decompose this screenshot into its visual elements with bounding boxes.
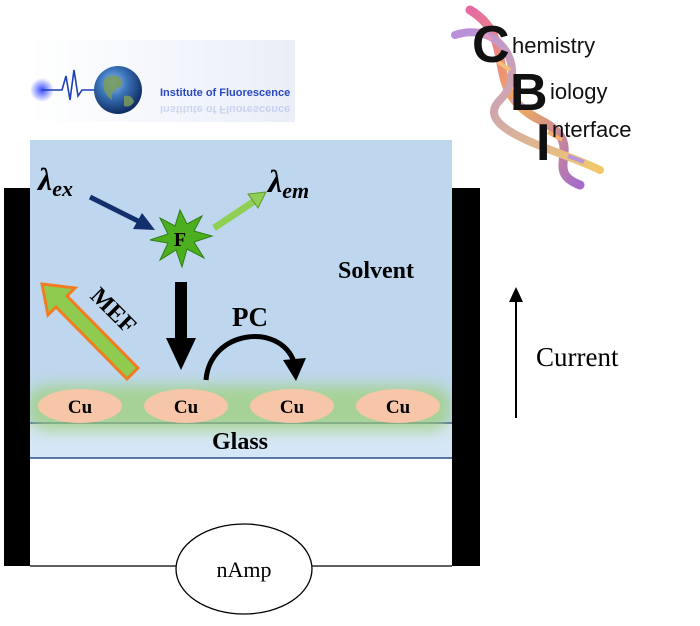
cbi-logo: C B I hemistry iology nterface: [451, 5, 632, 190]
cbi-word-chemistry: hemistry: [512, 33, 595, 58]
pc-label: PC: [232, 302, 268, 332]
cbi-letter-i: I: [536, 114, 550, 172]
plasmon-glow: [26, 385, 452, 431]
pc-arrow: [203, 334, 306, 381]
emission-arrow: [212, 191, 267, 231]
excitation-lambda: λ: [36, 161, 52, 197]
copper-particle-label: Cu: [68, 397, 93, 418]
copper-particle-label: Cu: [174, 397, 199, 418]
copper-particle: [250, 389, 334, 423]
dna-helix-icon: [451, 5, 604, 190]
cbi-letter-c: C: [472, 16, 510, 74]
copper-particle: [144, 389, 228, 423]
copper-particle: [356, 389, 440, 423]
solvent-label: Solvent: [338, 258, 414, 284]
fluorophore-label: F: [174, 229, 186, 251]
quench-arrow: [166, 282, 196, 370]
excitation-label: λex: [36, 161, 73, 201]
institute-name-reflection: Institute of Fluorescence: [160, 103, 290, 115]
glass-label: Glass: [212, 429, 268, 455]
emission-label: λem: [266, 163, 309, 203]
fluorophore-star-icon: [149, 208, 214, 269]
mef-arrow: [40, 282, 141, 382]
cbi-word-biology: iology: [550, 79, 607, 104]
institute-logo: Institute of Fluorescence Institute of F…: [30, 40, 295, 122]
copper-particle: [38, 389, 122, 423]
current-label: Current: [536, 342, 619, 372]
nanoammeter-label: nAmp: [217, 557, 272, 582]
excitation-subscript: ex: [52, 176, 73, 201]
earth-globe-icon: [94, 66, 142, 114]
cbi-word-interface: nterface: [552, 117, 632, 142]
copper-particles: Cu Cu Cu Cu: [38, 389, 440, 423]
current-arrow: [509, 287, 523, 418]
right-electrode: [452, 188, 480, 566]
emission-lambda: λ: [266, 163, 282, 199]
copper-particle-label: Cu: [280, 397, 305, 418]
pulse-wave-icon: [42, 69, 95, 101]
solvent-region: [30, 140, 452, 423]
emission-subscript: em: [282, 178, 309, 203]
excitation-arrow: [88, 194, 155, 230]
nanoammeter: [175, 523, 313, 615]
institute-name: Institute of Fluorescence: [160, 87, 290, 99]
copper-particle-label: Cu: [386, 397, 411, 418]
cbi-letter-b: B: [510, 64, 548, 122]
left-electrode: [4, 188, 30, 566]
